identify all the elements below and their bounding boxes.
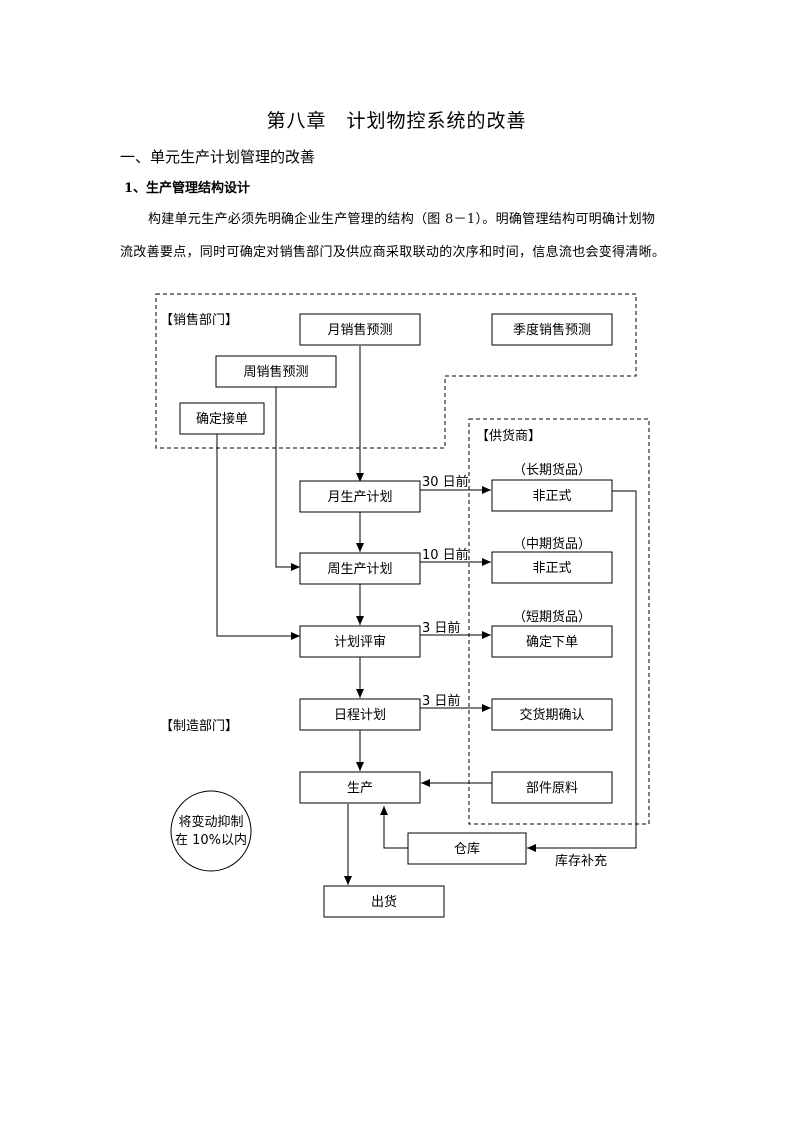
weekly-forecast-label: 周销售预测	[243, 364, 308, 380]
arrow-order-confirm-to-review	[216, 434, 300, 640]
monthly-forecast-box	[299, 313, 421, 346]
order-confirm-label: 确定接单	[196, 411, 248, 427]
arrow-warehouse-to-production	[380, 806, 408, 849]
informal-long-box	[491, 479, 613, 512]
weekly-forecast-box	[215, 355, 337, 388]
quarterly-forecast-box	[491, 313, 613, 346]
informal-long-label: 非正式	[532, 489, 571, 504]
manufacturing-department-label: 【制造部门】	[160, 719, 238, 734]
warehouse-label: 仓库	[454, 841, 480, 857]
shipping-box	[323, 885, 445, 918]
production-label: 生产	[347, 781, 373, 796]
weekly-plan-label: 周生产计划	[327, 562, 392, 577]
paragraph-line-1: 构建单元生产必须先明确企业生产管理的结构（图 8－1）。明确管理结构可明确计划物	[148, 212, 656, 227]
inventory-replenish-label: 库存补充	[555, 853, 607, 869]
weekly-plan-box	[299, 552, 421, 585]
chapter-title: 第八章 计划物控系统的改善	[266, 110, 527, 132]
paragraph-line-2: 流改善要点，同时可确定对销售部门及供应商采取联动的次序和时间，信息流也会变得清晰…	[120, 245, 666, 260]
long-term-goods-label: （长期货品）	[513, 462, 591, 478]
informal-mid-box	[491, 551, 613, 584]
delivery-confirm-label: 交货期确认	[519, 707, 584, 723]
variance-note-line-1: 将变动抑制	[178, 814, 243, 830]
warehouse-box	[407, 832, 527, 865]
short-term-goods-label: （短期货品）	[513, 609, 591, 625]
confirm-order-label: 确定下单	[526, 635, 578, 650]
subsection-heading: 1、生产管理结构设计	[124, 181, 251, 196]
sales-department-label: 【销售部门】	[160, 312, 238, 328]
parts-materials-label: 部件原料	[526, 781, 578, 796]
schedule-plan-box	[299, 698, 421, 731]
variance-note-circle	[170, 790, 252, 872]
confirm-order-box	[491, 625, 613, 658]
monthly-plan-box	[299, 480, 421, 513]
lead-time-10-days-label: 10 日前	[422, 547, 469, 563]
arrow-weekly-forecast-to-weekly-plan	[275, 387, 300, 571]
informal-mid-label: 非正式	[532, 561, 571, 576]
lead-time-30-days-label: 30 日前	[422, 474, 469, 490]
lead-time-3-days-label: 3 日前	[422, 620, 460, 636]
shipping-label: 出货	[371, 894, 397, 910]
plan-review-box	[299, 625, 421, 658]
production-box	[299, 771, 421, 804]
lead-time-3-days-label-2: 3 日前	[422, 693, 460, 709]
monthly-plan-label: 月生产计划	[327, 490, 392, 505]
mid-term-goods-label: （中期货品）	[513, 536, 591, 552]
quarterly-forecast-label: 季度销售预测	[513, 322, 591, 338]
monthly-forecast-label: 月销售预测	[327, 322, 392, 338]
supplier-region	[468, 418, 650, 825]
parts-materials-box	[491, 771, 613, 804]
delivery-confirm-box	[491, 698, 613, 731]
plan-review-label: 计划评审	[334, 635, 386, 650]
schedule-plan-label: 日程计划	[334, 708, 386, 723]
section-heading: 一、单元生产计划管理的改善	[120, 148, 316, 166]
order-confirm-box	[179, 402, 265, 435]
arrow-inventory-replenish	[527, 490, 637, 852]
supplier-label: 【供货商】	[476, 428, 541, 444]
sales-department-region	[155, 293, 637, 449]
variance-note-line-2: 在 10%以内	[175, 832, 247, 848]
